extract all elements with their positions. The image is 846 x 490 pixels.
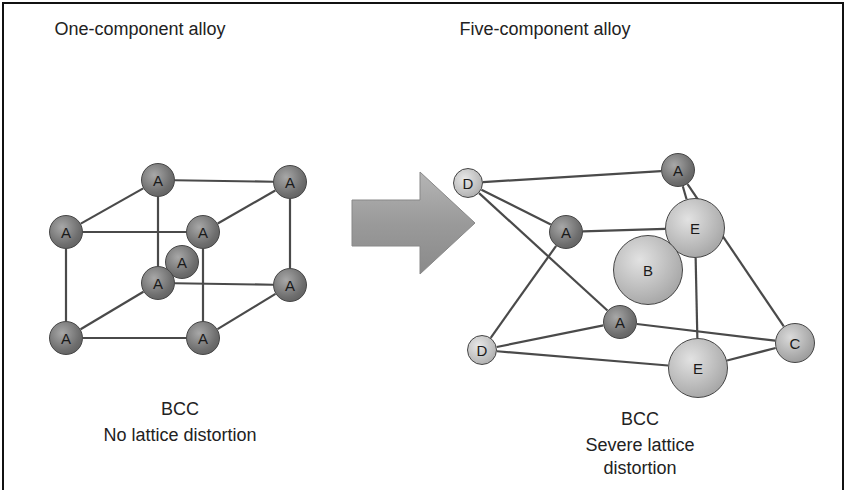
atom: A — [186, 321, 220, 355]
lattice-bond — [157, 197, 159, 266]
atom-letter: A — [285, 175, 295, 190]
atom-letter: A — [153, 173, 163, 188]
lattice-bond — [65, 249, 67, 321]
atom-letter: D — [463, 176, 474, 191]
atom: A — [661, 153, 695, 187]
atom: D — [453, 168, 483, 198]
atom: A — [549, 215, 583, 249]
lattice-bond — [202, 249, 204, 321]
atom-letter: A — [673, 163, 683, 178]
lattice-bond — [497, 325, 604, 347]
structure-caption: No lattice distortion — [60, 424, 300, 447]
atom-letter: A — [177, 255, 187, 270]
lattice-bond — [491, 246, 556, 338]
atom: A — [273, 165, 307, 199]
lattice-bond — [696, 258, 698, 338]
atom-letter: E — [690, 221, 700, 236]
lattice-bond — [497, 351, 668, 365]
panel-heading: Five-component alloy — [425, 18, 665, 41]
structure-caption: Severe lattice distortion — [570, 434, 710, 481]
structure-caption: BCC — [580, 408, 700, 431]
atom: A — [49, 215, 83, 249]
lattice-bond — [583, 229, 665, 232]
lattice-bond — [483, 171, 661, 182]
lattice-bond — [218, 294, 276, 329]
atom: A — [49, 321, 83, 355]
atom: A — [603, 305, 637, 339]
atom-letter: A — [153, 276, 163, 291]
atom-letter: A — [61, 225, 71, 240]
atom: A — [273, 268, 307, 302]
lattice-bond — [175, 180, 273, 181]
atom: B — [613, 235, 683, 305]
lattice-bond — [481, 190, 550, 225]
atom-letter: A — [561, 225, 571, 240]
lattice-bond — [727, 348, 776, 361]
atom-letter: E — [693, 361, 703, 376]
lattice-bond — [218, 190, 276, 223]
atom-letter: A — [198, 331, 208, 346]
frame-border — [3, 3, 843, 490]
atom-letter: C — [790, 336, 801, 351]
lattice-bond — [289, 199, 291, 268]
lattice-bond — [479, 193, 607, 310]
atom: A — [141, 163, 175, 197]
structure-caption: BCC — [120, 398, 240, 421]
atom-letter: A — [285, 278, 295, 293]
atom: A — [141, 266, 175, 300]
lattice-bond — [175, 283, 273, 284]
atom: C — [775, 323, 815, 363]
atom-letter: A — [615, 315, 625, 330]
lattice-bond — [81, 188, 143, 223]
atom-letter: D — [477, 343, 488, 358]
atom-letter: A — [61, 331, 71, 346]
atom-letter: A — [198, 225, 208, 240]
lattice-bond — [81, 292, 144, 330]
atom: A — [186, 215, 220, 249]
atom-letter: B — [643, 263, 653, 278]
atom: E — [668, 338, 728, 398]
lattice-bond — [683, 186, 687, 199]
panel-heading: One-component alloy — [20, 18, 260, 41]
atom: D — [467, 335, 497, 365]
lattice-bond — [83, 231, 186, 233]
lattice-bond — [83, 337, 186, 339]
